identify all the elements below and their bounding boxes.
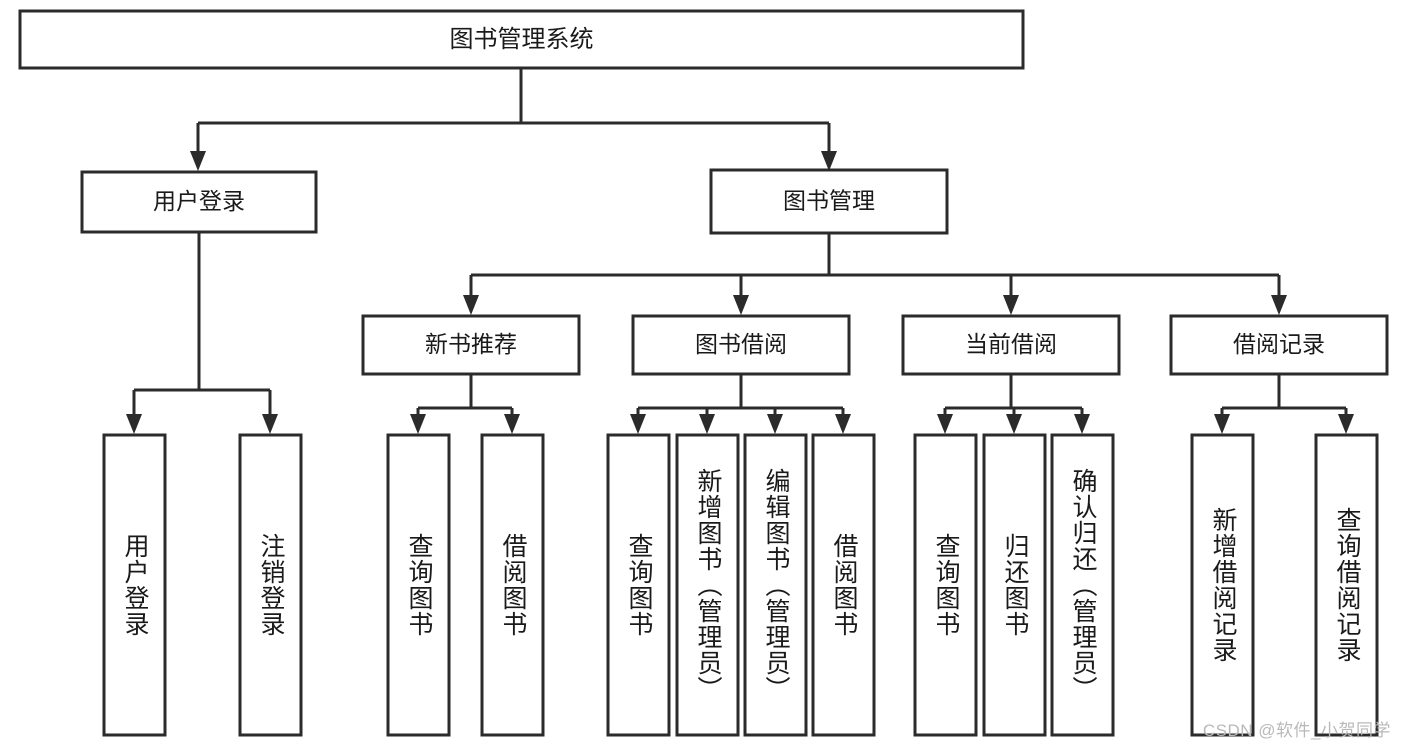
conn-l3-2-arrow-2 [1074, 414, 1090, 434]
conn-root-l2-arrow-1 [821, 151, 837, 171]
level3-node-0-rect [361, 314, 581, 376]
conn-login-leaves-arrow-1 [262, 414, 278, 434]
level3-node-1-rect [631, 314, 851, 376]
level2-node-0-label: 用户登录 [153, 188, 245, 214]
leaf-node-9[interactable] [982, 433, 1047, 737]
leaf-node-4[interactable] [606, 433, 671, 737]
level3-node-2-rect [901, 314, 1121, 376]
leaf-node-1[interactable] [238, 433, 303, 737]
leaf-node-2[interactable] [386, 433, 451, 737]
root-node[interactable]: 图书管理系统 [18, 9, 1025, 70]
leaf-node-7[interactable] [811, 433, 876, 737]
level3-node-1-label: 图书借阅 [695, 331, 787, 357]
conn-l3-0-arrow-0 [410, 414, 426, 434]
level2-node-1-rect [709, 168, 949, 235]
leaf-node-8[interactable] [913, 433, 978, 737]
level3-node-3-rect [1169, 314, 1389, 376]
conn-books-l3-arrow-0 [463, 295, 479, 315]
connector-layer [126, 68, 1354, 434]
level2-node-0-rect [80, 170, 318, 234]
conn-l3-1-arrow-0 [630, 414, 646, 434]
conn-l3-1-arrow-3 [835, 414, 851, 434]
level3-node-3[interactable]: 借阅记录 [1169, 314, 1389, 376]
level2-node-0[interactable]: 用户登录 [80, 170, 318, 234]
level3-node-0[interactable]: 新书推荐 [361, 314, 581, 376]
conn-l3-1-arrow-1 [699, 414, 715, 434]
leaf-node-6[interactable] [743, 433, 808, 737]
level2-node-1-label: 图书管理 [783, 188, 875, 214]
leaf-node-3[interactable] [480, 433, 545, 737]
leaf-node-11[interactable] [1190, 433, 1255, 737]
conn-l3-1-arrow-2 [767, 414, 783, 434]
level3-node-2[interactable]: 当前借阅 [901, 314, 1121, 376]
level3-node-0-label: 新书推荐 [425, 331, 517, 357]
conn-l3-3-arrow-0 [1214, 414, 1230, 434]
conn-l3-3-arrow-1 [1338, 414, 1354, 434]
leaf-node-5[interactable] [675, 433, 740, 737]
conn-l3-2-arrow-1 [1006, 414, 1022, 434]
conn-root-l2-arrow-0 [190, 151, 206, 171]
conn-l3-0-arrow-1 [504, 414, 520, 434]
conn-books-l3-arrow-1 [733, 295, 749, 315]
leaf-node-12[interactable] [1314, 433, 1379, 737]
level3-node-1[interactable]: 图书借阅 [631, 314, 851, 376]
conn-login-leaves-arrow-0 [126, 414, 142, 434]
conn-books-l3-arrow-3 [1271, 295, 1287, 315]
watermark: CSDN @软件_小贺同学 [1202, 721, 1391, 740]
conn-books-l3-arrow-2 [1003, 295, 1019, 315]
root-node-rect [18, 9, 1025, 70]
level2-node-1[interactable]: 图书管理 [709, 168, 949, 235]
root-node-label: 图书管理系统 [450, 26, 594, 53]
level3-node-2-label: 当前借阅 [965, 331, 1057, 357]
leaf-node-10[interactable] [1050, 433, 1115, 737]
leaf-node-0[interactable] [102, 433, 167, 737]
conn-l3-2-arrow-0 [937, 414, 953, 434]
level3-node-3-label: 借阅记录 [1233, 331, 1325, 357]
